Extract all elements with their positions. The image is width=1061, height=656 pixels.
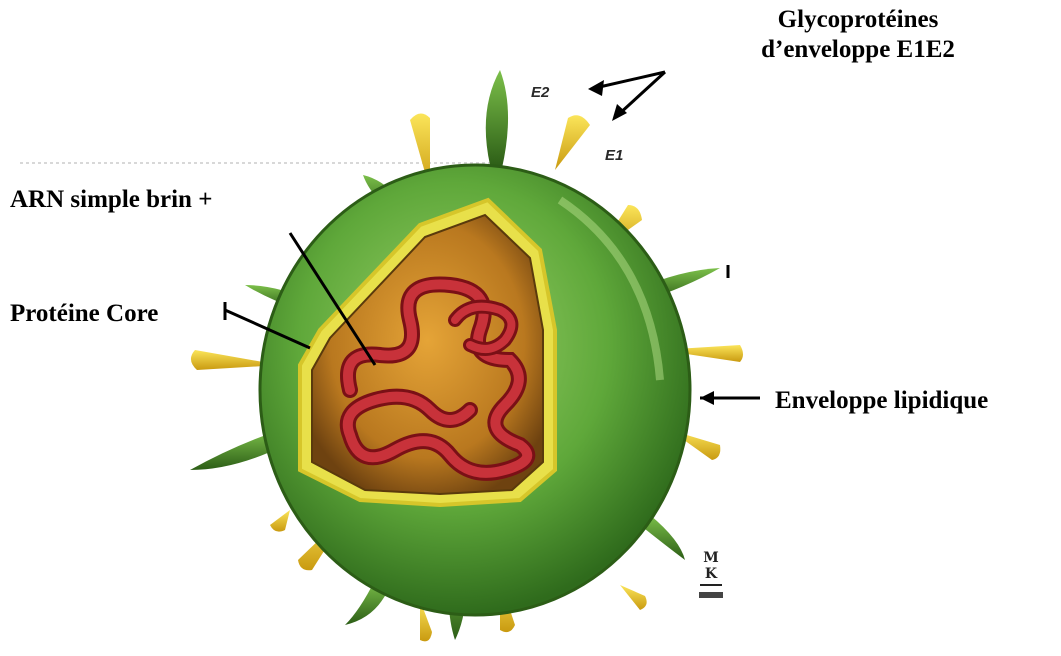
copyright-logo-icon: M K	[695, 548, 727, 604]
arrow-head-e2	[588, 80, 604, 96]
e2-spike	[486, 70, 508, 168]
core-protein-label: Protéine Core	[10, 299, 158, 329]
e1-label: E1	[605, 147, 623, 164]
glycoprotein-label-line1: Glycoprotéines	[738, 5, 978, 35]
e1-spike	[270, 510, 290, 532]
arrow-head-envelope	[700, 391, 714, 405]
e2-label: E2	[531, 84, 550, 101]
svg-text:M: M	[703, 550, 719, 566]
arrow-head-e1	[612, 104, 627, 121]
glycoprotein-label: Glycoprotéines d’enveloppe E1E2	[738, 5, 978, 65]
rna-label: ARN simple brin +	[10, 185, 212, 215]
e1-spike	[555, 115, 590, 170]
svg-text:K: K	[705, 566, 718, 582]
e1-spike	[620, 585, 647, 610]
glycoprotein-label-line2: d’enveloppe E1E2	[738, 35, 978, 65]
lipid-envelope-label: Enveloppe lipidique	[775, 386, 988, 416]
